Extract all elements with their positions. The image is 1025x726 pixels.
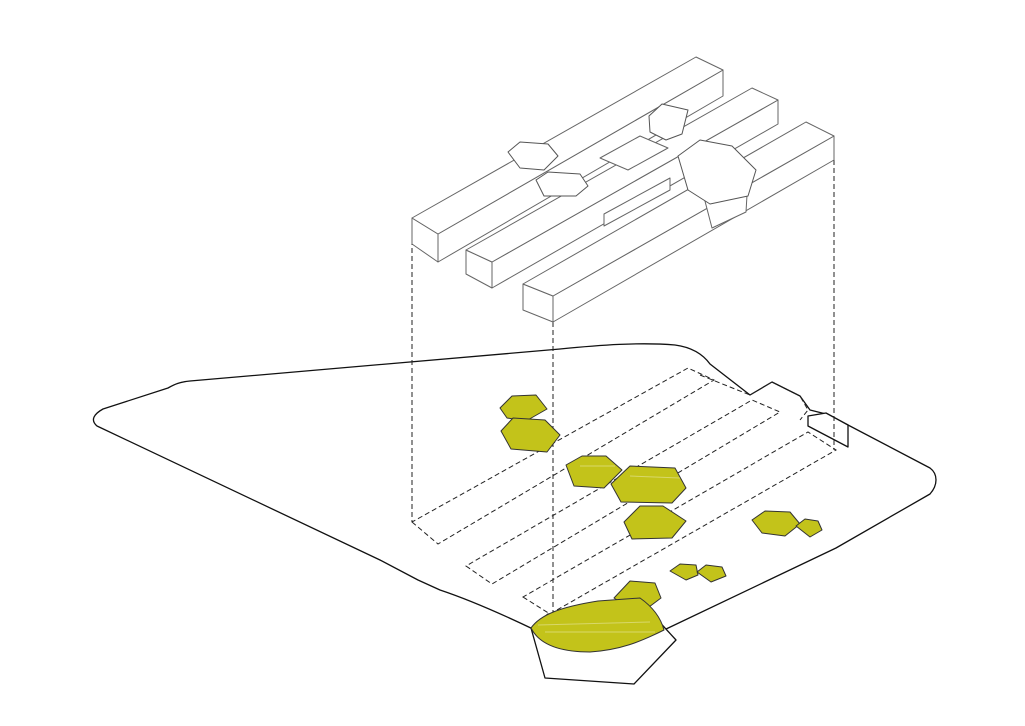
green-patch-2 (500, 417, 561, 453)
green-patch-9 (696, 564, 727, 583)
green-patch-1 (499, 394, 548, 422)
roof-rock-4 (677, 139, 757, 205)
connector-slab-1 (599, 135, 669, 171)
green-patch-8 (669, 563, 699, 581)
site-notch (807, 412, 849, 448)
ground-plane (92, 160, 937, 685)
footprint-projection (411, 160, 837, 615)
green-patch-5 (623, 505, 687, 540)
site-boundary (92, 343, 937, 643)
bar-1-top (411, 56, 724, 235)
green-patch-4 (610, 465, 687, 504)
roof-rock-2 (535, 171, 589, 197)
green-patch-11 (530, 597, 665, 653)
building-massing (411, 56, 835, 323)
roof-rock-1 (507, 141, 559, 171)
green-patch-7 (795, 518, 823, 538)
footprint-bar-3 (522, 431, 837, 615)
roof-rock-3 (648, 103, 689, 141)
connector-wall (603, 177, 671, 227)
green-patch-3 (565, 455, 623, 489)
green-patches (499, 394, 823, 653)
footprint-bar-2 (465, 399, 782, 585)
green-sheen (537, 465, 681, 633)
footprint-bar-1 (411, 367, 716, 545)
bar-2-top (465, 87, 779, 263)
footprint-link (699, 374, 809, 421)
